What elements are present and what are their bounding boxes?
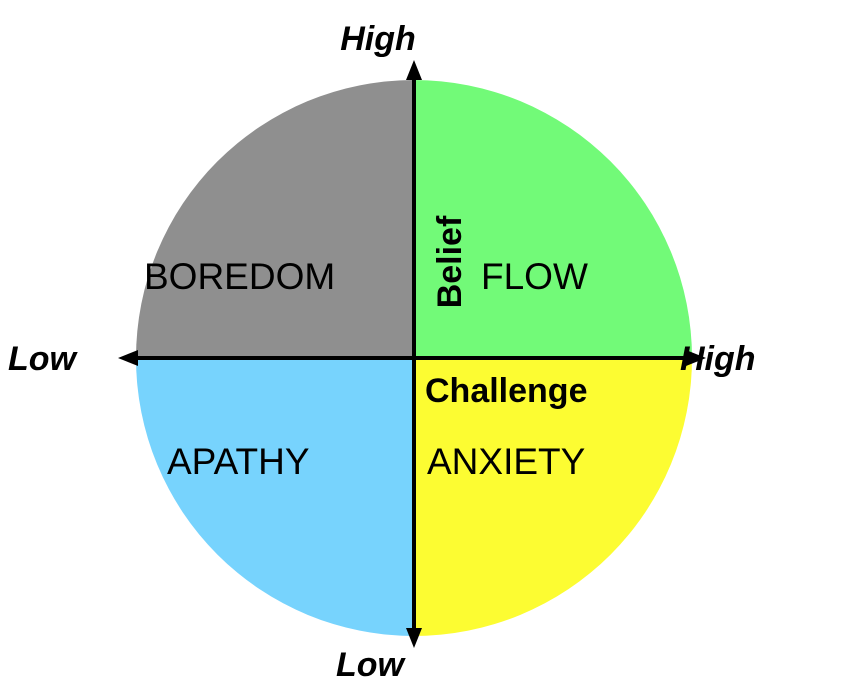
vertical-axis-arrow-down <box>406 628 422 648</box>
horizontal-axis-arrow-right <box>686 350 706 366</box>
quadrant-boredom <box>136 80 414 358</box>
horizontal-axis-high-label: High <box>680 340 756 378</box>
quadrant-label-flow: FLOW <box>481 256 588 297</box>
vertical-axis-low-label: Low <box>336 646 407 684</box>
quadrant-label-boredom: BOREDOM <box>144 256 335 297</box>
horizontal-axis-arrow-left <box>118 350 138 366</box>
horizontal-axis-name: Challenge <box>425 372 587 410</box>
quadrant-anxiety <box>414 358 692 636</box>
quadrant-flow <box>414 80 692 358</box>
quadrant-apathy <box>136 358 414 636</box>
horizontal-axis-low-label: Low <box>8 340 79 378</box>
quadrant-label-anxiety: ANXIETY <box>427 441 585 482</box>
vertical-axis-high-label: High <box>340 20 416 58</box>
vertical-axis-name: Belief <box>431 215 469 308</box>
quadrant-label-apathy: APATHY <box>167 441 310 482</box>
vertical-axis-arrow-up <box>406 60 422 80</box>
